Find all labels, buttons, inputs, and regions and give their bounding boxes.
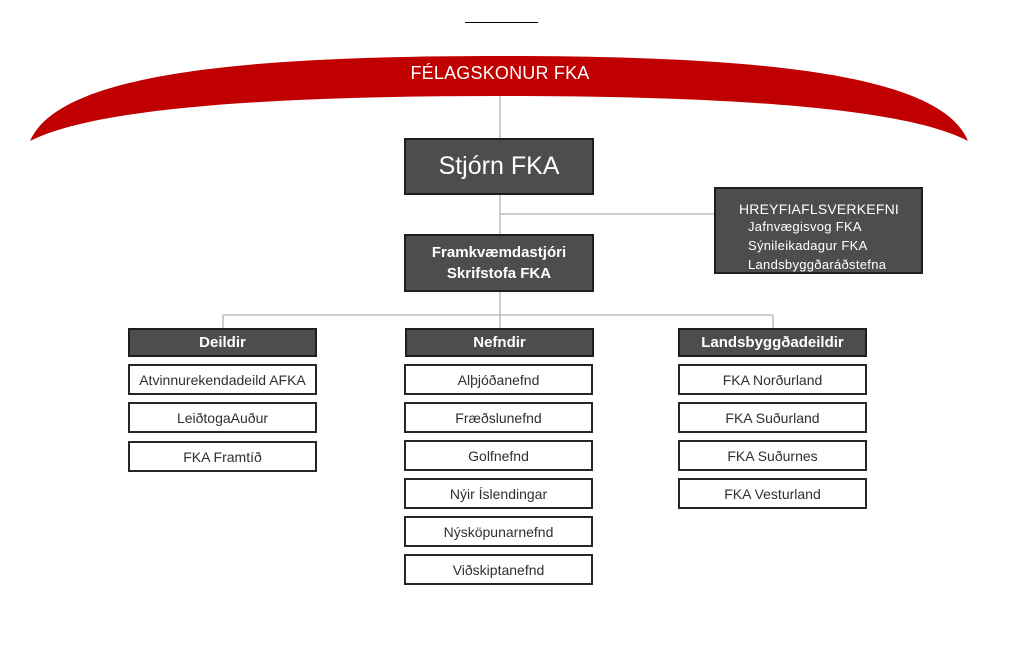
list-item: FKA Vesturland (678, 478, 867, 509)
projects-box: HREYFIAFLSVERKEFNI Jafnvægisvog FKA Sýni… (714, 187, 923, 274)
projects-heading: HREYFIAFLSVERKEFNI (739, 201, 899, 217)
column-landsbyggdadeildir: FKA Norðurland FKA Suðurland FKA Suðurne… (678, 364, 867, 510)
executive-line1: Framkvæmdastjóri (431, 244, 567, 261)
column-deildir: Atvinnurekendadeild AFKA LeiðtogaAuður F… (128, 364, 317, 474)
connector-lines (222, 96, 774, 328)
column-heading-nefndir: Nefndir (405, 328, 594, 357)
top-rule (465, 22, 538, 23)
list-item: Nýsköpunarnefnd (404, 516, 593, 547)
list-item: Fræðslunefnd (404, 402, 593, 433)
list-item: FKA Suðurnes (678, 440, 867, 471)
list-item: Alþjóðanefnd (404, 364, 593, 395)
project-item: Jafnvægisvog FKA (748, 219, 862, 234)
board-box: Stjórn FKA (404, 138, 594, 195)
board-label: Stjórn FKA (438, 152, 560, 180)
project-item: Landsbyggðaráðstefna (748, 257, 887, 272)
arc-title: FÉLAGSKONUR FKA (410, 63, 590, 83)
column-nefndir: Alþjóðanefnd Fræðslunefnd Golfnefnd Nýir… (404, 364, 593, 586)
list-item: Golfnefnd (404, 440, 593, 471)
member-arc (30, 56, 968, 141)
list-item: LeiðtogaAuður (128, 402, 317, 433)
list-item: FKA Framtíð (128, 441, 317, 472)
column-heading-deildir: Deildir (128, 328, 317, 357)
list-item: Viðskiptanefnd (404, 554, 593, 585)
project-item: Sýnileikadagur FKA (748, 238, 868, 253)
executive-box: Framkvæmdastjóri Skrifstofa FKA (404, 234, 594, 292)
list-item: Nýir Íslendingar (404, 478, 593, 509)
column-heading-landsbyggdadeildir: Landsbyggðadeildir (678, 328, 867, 357)
list-item: FKA Suðurland (678, 402, 867, 433)
list-item: FKA Norðurland (678, 364, 867, 395)
list-item: Atvinnurekendadeild AFKA (128, 364, 317, 395)
executive-line2: Skrifstofa FKA (446, 265, 552, 282)
